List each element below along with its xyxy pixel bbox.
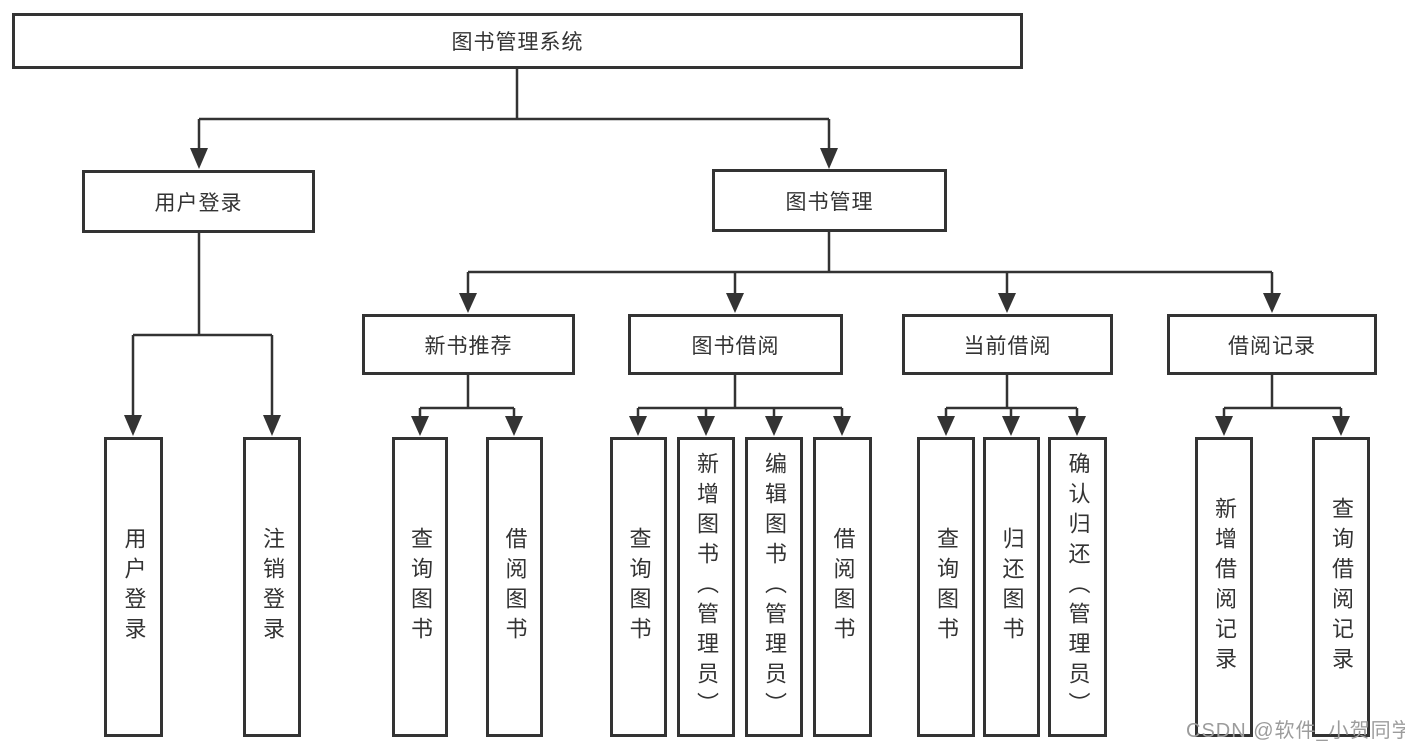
leaf-query-books-current-label: 查询图书 xyxy=(934,527,959,647)
leaf-borrow-books-borrowing-label: 借阅图书 xyxy=(830,527,856,647)
leaf-query-books-newbook-label: 查询图书 xyxy=(408,527,433,647)
node-book-borrowing-label: 图书借阅 xyxy=(691,334,780,358)
connector-records-to-leaves xyxy=(1215,375,1350,436)
leaf-logout-label: 注销登录 xyxy=(260,527,285,647)
node-current-borrowing-label: 当前借阅 xyxy=(963,334,1052,358)
leaf-add-borrow-record: 新增借阅记录 xyxy=(1195,437,1253,737)
leaf-user-login-label: 用户登录 xyxy=(121,527,147,647)
leaf-borrow-books-borrowing: 借阅图书 xyxy=(813,437,872,737)
node-new-book-recommend-label: 新书推荐 xyxy=(424,334,513,358)
leaf-add-books-admin-label: 新增图书（管理员） xyxy=(694,452,719,722)
node-root-label: 图书管理系统 xyxy=(451,31,584,54)
node-new-book-recommend: 新书推荐 xyxy=(362,314,575,375)
leaf-query-borrow-record: 查询借阅记录 xyxy=(1312,437,1370,737)
leaf-query-books-newbook: 查询图书 xyxy=(392,437,448,737)
leaf-borrow-books-newbook-label: 借阅图书 xyxy=(502,527,528,647)
leaf-edit-books-admin-label: 编辑图书（管理员） xyxy=(762,452,787,722)
leaf-return-books-label: 归还图书 xyxy=(999,527,1025,647)
csdn-watermark: CSDN @软件_小贺同学 xyxy=(1186,720,1405,742)
leaf-confirm-return-admin-label: 确认归还（管理员） xyxy=(1065,452,1091,722)
node-book-borrowing: 图书借阅 xyxy=(628,314,843,375)
connector-newbook-to-leaves xyxy=(411,375,523,436)
leaf-user-login: 用户登录 xyxy=(104,437,163,737)
connector-bookmgmt-to-level3 xyxy=(459,232,1281,313)
connector-userlogin-to-leaves xyxy=(124,233,281,436)
node-book-management-label: 图书管理 xyxy=(785,190,874,214)
leaf-add-borrow-record-label: 新增借阅记录 xyxy=(1212,497,1237,677)
leaf-add-books-admin: 新增图书（管理员） xyxy=(677,437,735,737)
connector-borrow-to-leaves xyxy=(629,375,851,436)
node-borrowing-records-label: 借阅记录 xyxy=(1228,334,1316,358)
connector-current-to-leaves xyxy=(937,375,1086,436)
leaf-edit-books-admin: 编辑图书（管理员） xyxy=(745,437,803,737)
connector-root-to-level2 xyxy=(190,69,838,169)
leaf-query-books-borrowing: 查询图书 xyxy=(610,437,667,737)
leaf-query-books-borrowing-label: 查询图书 xyxy=(626,527,652,647)
node-user-login: 用户登录 xyxy=(82,170,315,233)
leaf-confirm-return-admin: 确认归还（管理员） xyxy=(1048,437,1107,737)
leaf-query-borrow-record-label: 查询借阅记录 xyxy=(1329,497,1354,677)
node-borrowing-records: 借阅记录 xyxy=(1167,314,1377,375)
node-book-management: 图书管理 xyxy=(712,169,947,232)
node-user-login-label: 用户登录 xyxy=(154,191,243,215)
leaf-borrow-books-newbook: 借阅图书 xyxy=(486,437,543,737)
node-root-system: 图书管理系统 xyxy=(12,13,1023,69)
leaf-logout: 注销登录 xyxy=(243,437,301,737)
leaf-query-books-current: 查询图书 xyxy=(917,437,975,737)
leaf-return-books: 归还图书 xyxy=(983,437,1040,737)
node-current-borrowing: 当前借阅 xyxy=(902,314,1113,375)
